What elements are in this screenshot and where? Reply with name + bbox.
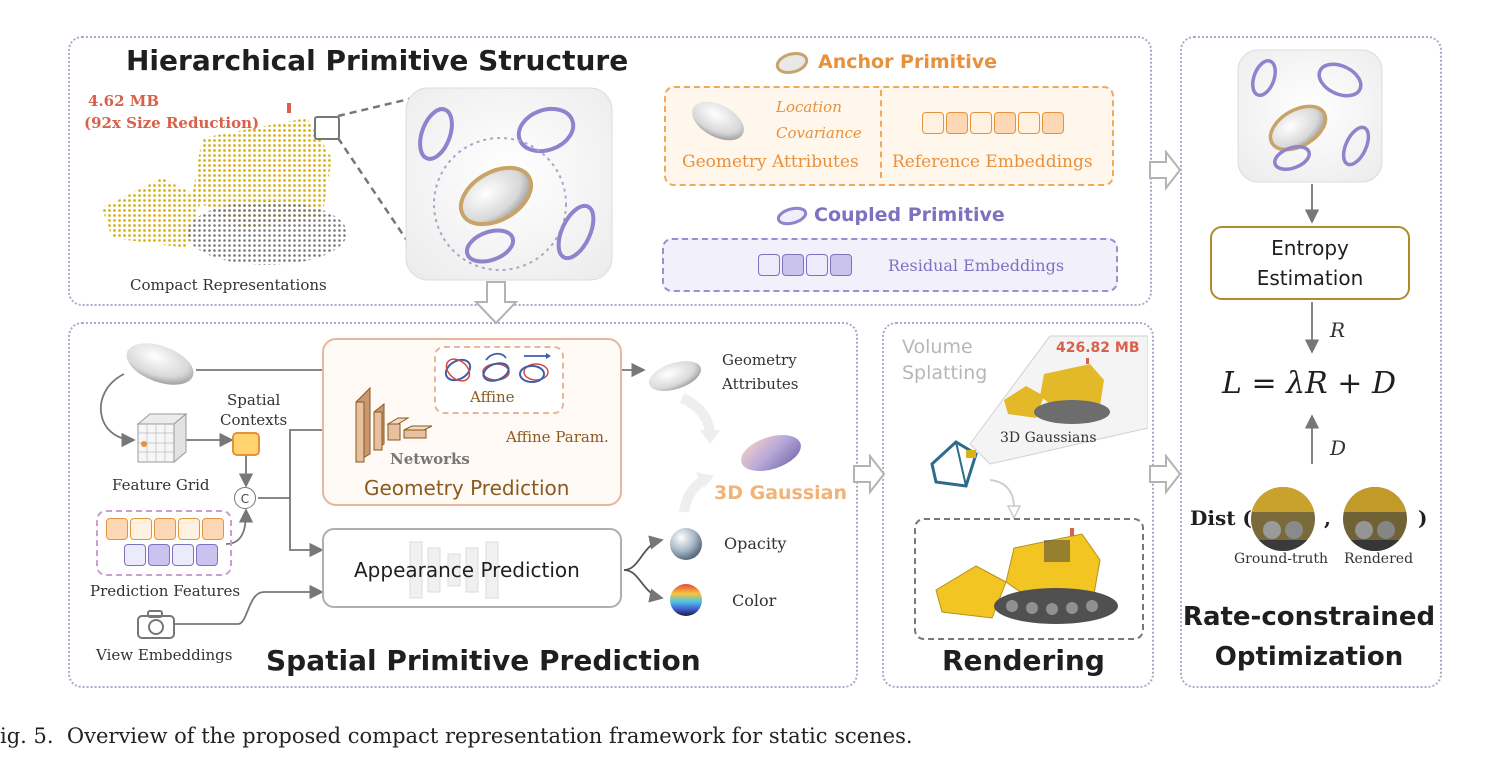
- optimization-panel: [1180, 36, 1442, 688]
- color-label: Color: [732, 591, 777, 610]
- residual-embeddings-label: Residual Embeddings: [888, 256, 1065, 275]
- geometry-prediction-label: Geometry Prediction: [364, 476, 570, 500]
- reference-embeddings-row: [922, 112, 1066, 134]
- zoom-square: [314, 116, 340, 140]
- hierarchical-title: Hierarchical Primitive Structure: [126, 44, 629, 77]
- reference-embeddings-label: Reference Embeddings: [892, 152, 1093, 172]
- arrow-rendering-to-optimization: [1149, 454, 1182, 494]
- prediction-panel: [68, 322, 858, 688]
- distortion-label: D: [1330, 436, 1347, 460]
- coupled-primitive-title: Coupled Primitive: [814, 204, 1005, 226]
- color-sphere: [670, 584, 702, 616]
- optimization-primitive-card: [1237, 49, 1383, 183]
- feature-grid-cube: [136, 412, 188, 464]
- view-embeddings-label: View Embeddings: [96, 646, 233, 664]
- prediction-title: Spatial Primitive Prediction: [266, 644, 701, 677]
- optimization-arrows: [1304, 184, 1320, 464]
- arrow-prediction-to-rendering: [853, 454, 886, 494]
- compact-representations-label: Compact Representations: [130, 276, 327, 294]
- prediction-res-embeddings: [124, 544, 220, 566]
- networks-icon: [355, 386, 433, 463]
- appearance-network-ghost: [409, 541, 499, 599]
- anchor-primitive-title: Anchor Primitive: [818, 51, 998, 73]
- prediction-features-box: [96, 510, 232, 576]
- appearance-prediction-label: Appearance Prediction: [354, 558, 580, 582]
- dist-close: ): [1418, 506, 1428, 530]
- prediction-features-label: Prediction Features: [90, 582, 241, 600]
- feature-grid-label: Feature Grid: [112, 476, 210, 494]
- anchor-gaussian-icon: [692, 101, 744, 141]
- gaussians-label: 3D Gaussians: [1000, 430, 1097, 446]
- affine-transform-icons: [444, 352, 551, 383]
- ground-truth-thumb: [1251, 487, 1315, 551]
- dist-label: Dist (: [1190, 506, 1252, 530]
- optimization-title-line2: Optimization: [1214, 642, 1404, 672]
- affine-param-label: Affine Param.: [506, 428, 609, 446]
- entropy-estimation-box: [1210, 226, 1410, 300]
- location-label: Location: [776, 98, 842, 116]
- geometry-attributes-label: Geometry Attributes: [682, 152, 859, 172]
- spatial-contexts-cell: [232, 432, 260, 456]
- residual-embeddings-row: [758, 254, 854, 276]
- ground-truth-label: Ground-truth: [1234, 551, 1329, 567]
- gaussian-3d-icon: [741, 435, 801, 471]
- arrow-top-to-prediction: [474, 281, 518, 325]
- entropy-line1: Entropy: [1271, 236, 1349, 260]
- entropy-line2: Estimation: [1256, 266, 1364, 290]
- loss-formula: L = λR + D: [1222, 366, 1396, 401]
- reduction-label: (92x Size Reduction): [84, 114, 260, 132]
- rendering-panel: [882, 322, 1154, 688]
- geometry-attributes-output-label: Geometry Attributes: [722, 351, 799, 393]
- geometry-output-gaussian: [649, 361, 701, 391]
- coupled-primitive-box: [662, 238, 1118, 292]
- rendered-bulldozer: [935, 528, 1118, 624]
- optimization-title-line1: Rate-constrained: [1182, 602, 1436, 632]
- size-label: 4.62 MB: [88, 92, 160, 110]
- rendering-title: Rendering: [942, 644, 1105, 677]
- render-curve-arrow: [989, 479, 1022, 520]
- anchor-box-divider: [880, 90, 882, 178]
- prediction-ref-embeddings: [106, 518, 226, 540]
- networks-label: Networks: [390, 450, 470, 468]
- gaussian-bulldozer: [1004, 358, 1110, 424]
- arrow-top-to-optimization: [1149, 150, 1182, 190]
- gaussian-3d-label: 3D Gaussian: [714, 482, 848, 504]
- volume-splatting-label: Volume Splatting: [902, 336, 988, 384]
- rendered-label: Rendered: [1344, 551, 1414, 567]
- concat-node: C: [234, 487, 256, 509]
- primitive-zoom-card: [405, 87, 613, 281]
- covariance-label: Covariance: [776, 124, 862, 142]
- figure-caption: ig. 5. Overview of the proposed compact …: [0, 724, 913, 748]
- rendered-thumb: [1343, 487, 1407, 551]
- spatial-contexts-label: Spatial Contexts: [220, 391, 288, 429]
- camera-icon: [137, 610, 175, 639]
- rendering-size-label: 426.82 MB: [1056, 340, 1140, 356]
- coupled-primitive-icon: [776, 206, 808, 226]
- rendered-image-box: [914, 518, 1144, 640]
- bulldozer-pointcloud: [102, 103, 347, 265]
- opacity-label: Opacity: [724, 534, 787, 553]
- prediction-anchor-gaussian: [126, 343, 194, 385]
- rate-label: R: [1330, 318, 1346, 342]
- dist-comma: ,: [1324, 506, 1331, 530]
- merge-arrows: [679, 393, 720, 513]
- affine-label: Affine: [470, 388, 515, 406]
- anchor-primitive-icon: [775, 51, 809, 75]
- opacity-sphere: [670, 528, 702, 560]
